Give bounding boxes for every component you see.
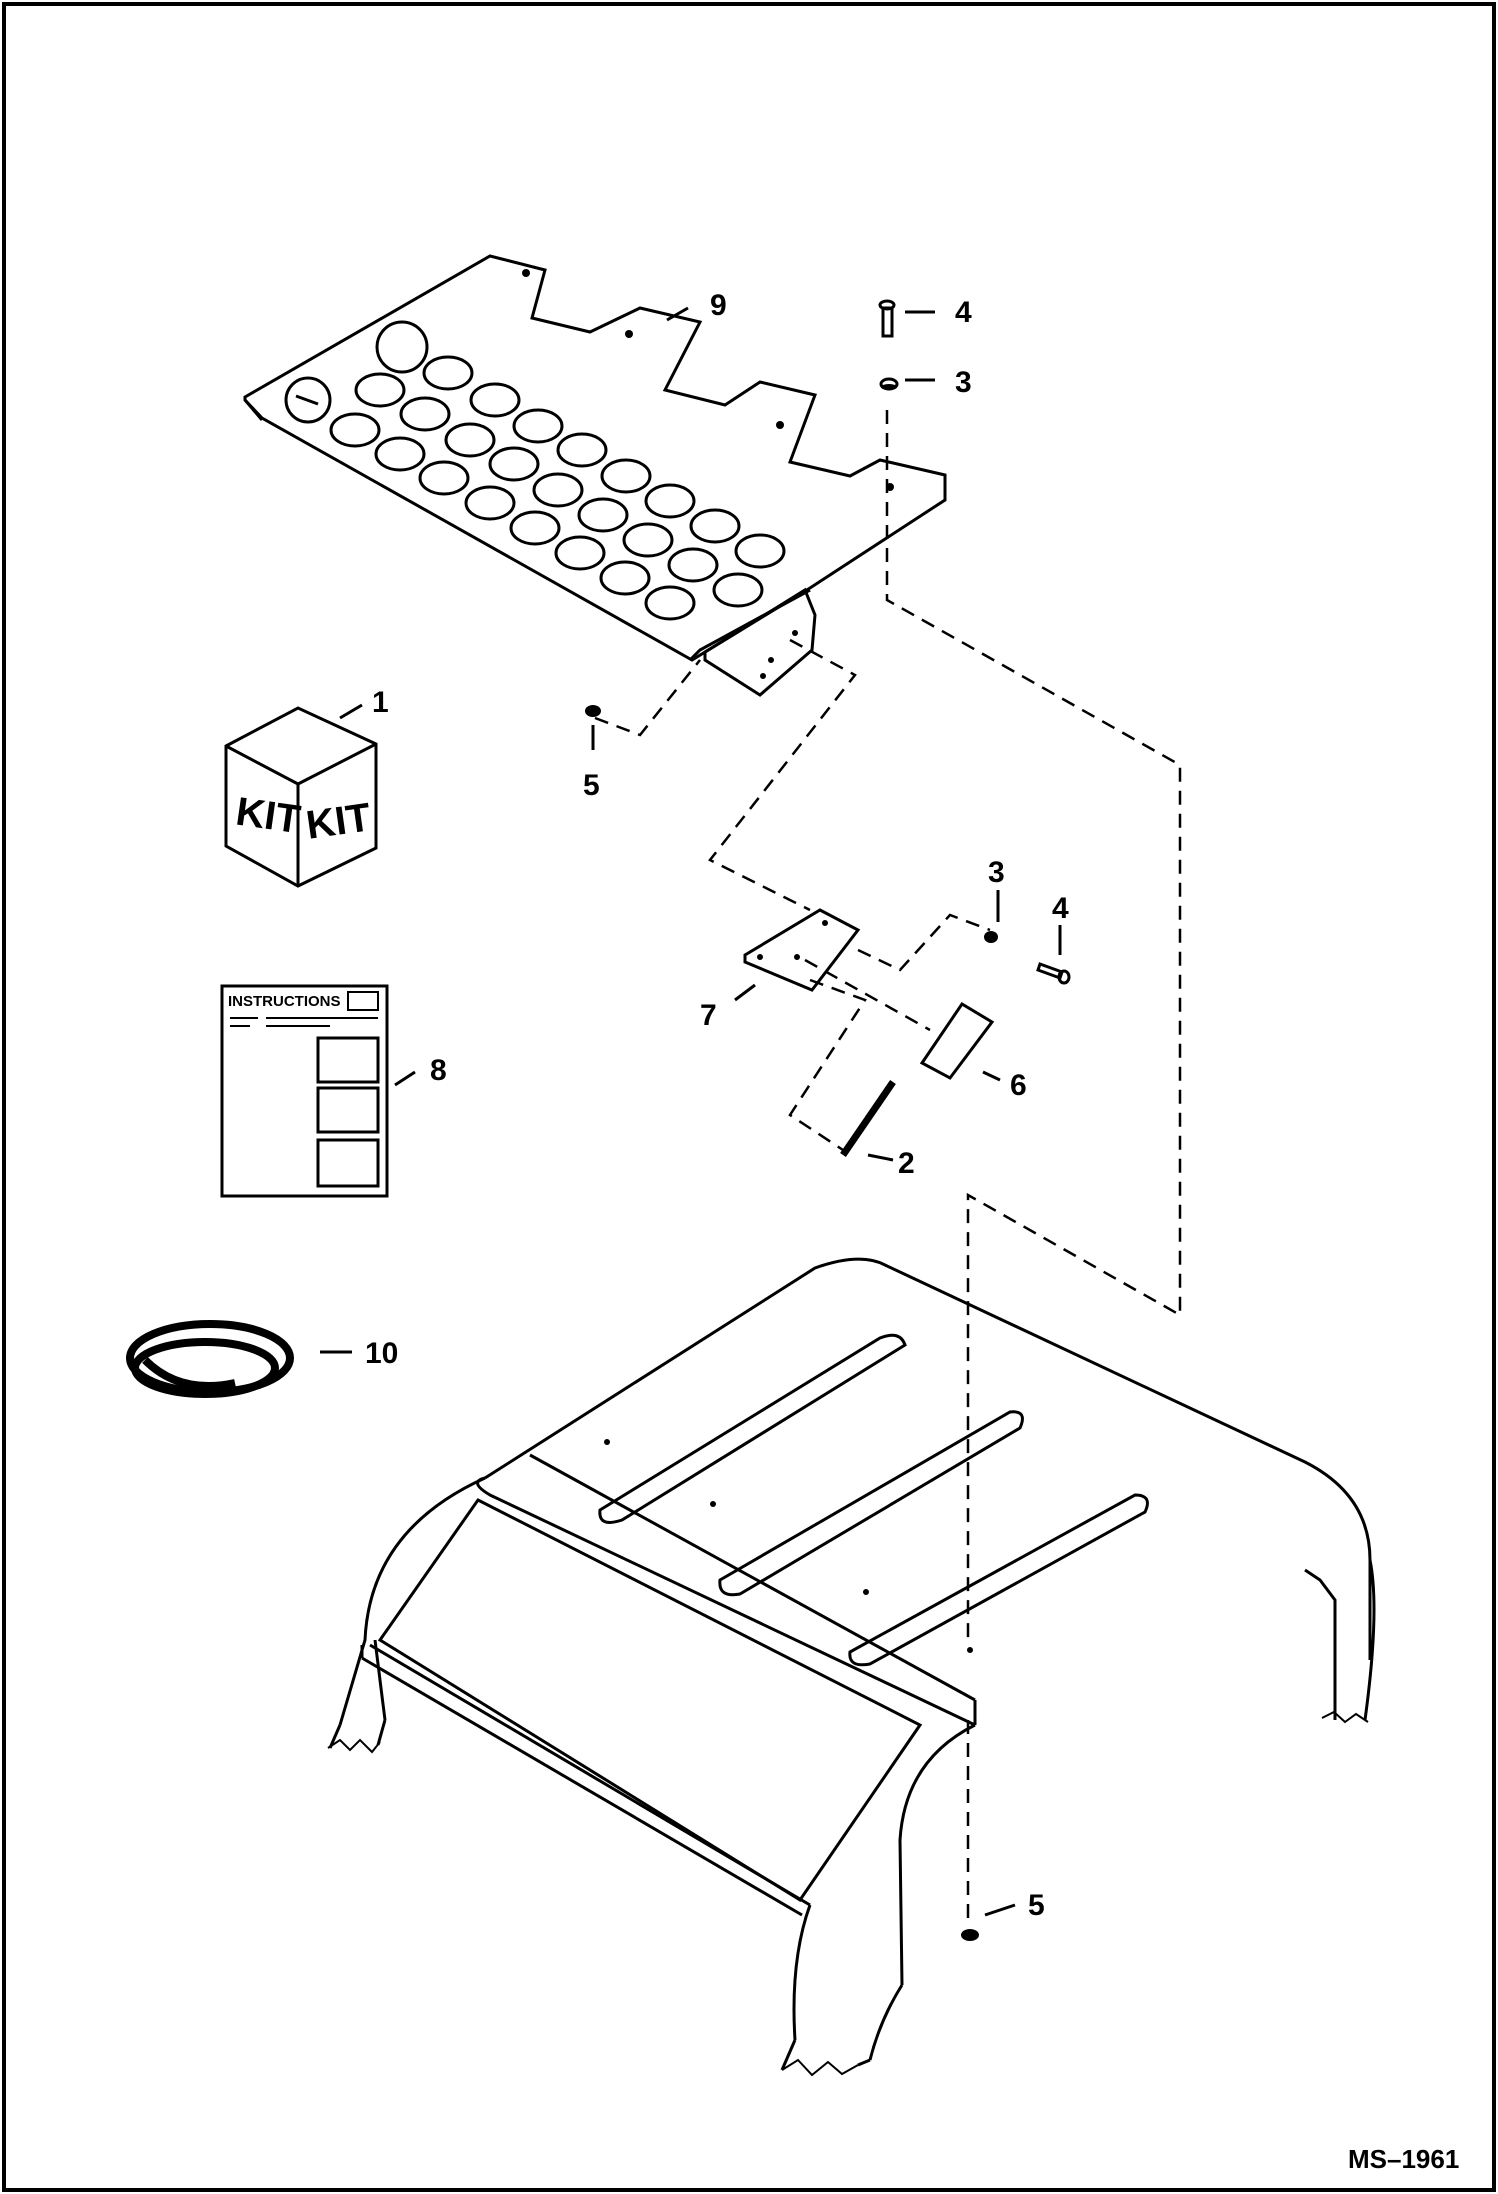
callout-4-mid: 4 (1052, 892, 1069, 925)
washer-top-illustration (879, 377, 899, 391)
callout-9: 9 (710, 289, 727, 322)
figure-id: MS–1961 (1348, 2144, 1459, 2174)
trim-strip-coil-illustration (126, 1320, 294, 1398)
instructions-heading: INSTRUCTIONS (228, 993, 341, 1010)
nut-bottom-illustration (961, 1929, 979, 1941)
cab-canopy-illustration (327, 1257, 1376, 2077)
callout-10: 10 (365, 1337, 398, 1370)
callout-1: 1 (372, 686, 389, 719)
instructions-sheet-illustration: INSTRUCTIONS (220, 984, 389, 1198)
callout-5-bottom: 5 (1028, 1889, 1045, 1922)
kit-box-illustration: KIT KIT (224, 706, 378, 888)
callout-8: 8 (430, 1054, 447, 1087)
kit-label-right: KIT (303, 795, 373, 848)
callout-6: 6 (1010, 1069, 1027, 1102)
washer-mid-illustration (984, 931, 998, 943)
callout-2: 2 (898, 1147, 915, 1180)
guard-plate-illustration (243, 254, 947, 697)
assembly-guide-lines (594, 410, 1182, 1925)
bolt-top-illustration (878, 299, 896, 338)
adhesive-pad-illustration (919, 1001, 995, 1080)
callout-7: 7 (700, 999, 717, 1032)
mounting-bracket-illustration (743, 908, 861, 992)
callout-4-top: 4 (955, 296, 972, 329)
kit-label-left: KIT (233, 790, 303, 843)
nut-top-illustration (585, 705, 601, 717)
callout-5-top: 5 (583, 769, 600, 802)
callout-3-mid: 3 (988, 856, 1005, 889)
rubber-strip-illustration (840, 1080, 896, 1157)
callout-labels: 9 4 3 1 5 3 4 7 6 2 8 10 5 (365, 289, 1069, 1922)
bolt-mid-illustration (1036, 962, 1071, 985)
callout-leader-lines (320, 306, 1062, 1917)
callout-3-top: 3 (955, 366, 972, 399)
